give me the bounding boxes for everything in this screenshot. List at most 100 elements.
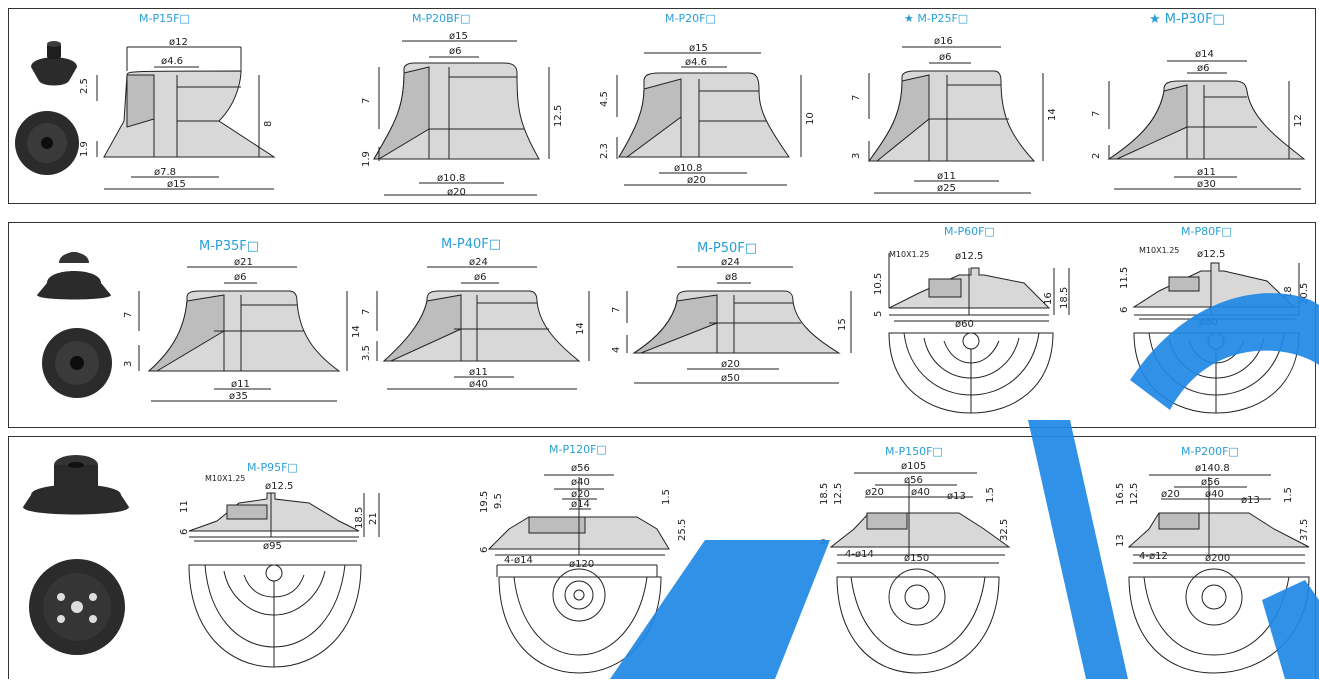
dim-holes: 4-ø14 <box>845 549 874 560</box>
dim-bottom-outer: ø20 <box>447 187 466 198</box>
drawing-m-p200f <box>1127 474 1310 674</box>
drawing-m-p60f <box>888 253 1070 414</box>
dim-right-1: 1.5 <box>661 489 672 505</box>
dim-top-5: ø13 <box>1241 495 1260 506</box>
dim-bottom-outer: ø30 <box>1197 179 1216 190</box>
dim-left-bottom: 3 <box>851 153 862 159</box>
dim-right-outer: 21 <box>368 512 379 525</box>
drawing-m-p50f <box>626 266 852 384</box>
dim-top-outer: ø12 <box>169 37 188 48</box>
dim-left-3: 9 <box>819 539 830 545</box>
dim-left-top: 4.5 <box>599 91 610 107</box>
dim-bottom-outer: ø80 <box>1199 317 1218 328</box>
dim-right-2: 37.5 <box>1299 519 1310 541</box>
dim-bottom-outer: ø120 <box>569 559 594 570</box>
dim-left-3: 6 <box>479 547 490 553</box>
dim-left-bottom: 2.3 <box>599 143 610 159</box>
dim-left-top: 2.5 <box>79 78 90 94</box>
dim-bottom-inner: ø11 <box>937 171 956 182</box>
model-title: M-P20BF□ <box>412 12 471 25</box>
dim-right: 10 <box>805 112 816 125</box>
drawing-m-p25f <box>868 46 1044 194</box>
dim-left-1: 18.5 <box>819 483 830 505</box>
dim-right-1: 1.5 <box>1283 487 1294 503</box>
dim-right-inner: 18 <box>1283 286 1294 299</box>
dim-left-1: 16.5 <box>1115 483 1126 505</box>
dim-left-top: 11.5 <box>1119 267 1130 289</box>
drawing-m-p150f <box>829 472 1011 674</box>
dim-left-top: 7 <box>851 95 862 101</box>
dim-left-bottom: 1.9 <box>79 141 90 157</box>
model-title: ★ M-P25F□ <box>904 12 969 25</box>
dim-right-1: 1.5 <box>985 487 996 503</box>
dim-right-2: 25.5 <box>677 519 688 541</box>
model-title: M-P60F□ <box>944 225 995 238</box>
dim-top-4: ø40 <box>911 487 930 498</box>
dim-bottom-outer: ø15 <box>167 179 186 190</box>
dim-right: 12.5 <box>553 105 564 127</box>
cup-photo-top <box>42 328 112 398</box>
dim-left-bottom: 1.9 <box>361 151 372 167</box>
dim-bottom-outer: ø95 <box>263 541 282 552</box>
dim-top-1: ø140.8 <box>1195 463 1230 474</box>
row-3-drawings: M10X1.25 ø12.5 ø95 11 6 18.5 21 <box>179 461 1310 674</box>
drawing-m-p20f <box>616 52 802 186</box>
dim-right-inner: 16 <box>1043 292 1054 305</box>
dim-holes: 4-ø12 <box>1139 551 1168 562</box>
dim-top-inner: ø4.6 <box>161 56 183 67</box>
dim-left-bottom: 4 <box>611 347 622 353</box>
dim-bottom-inner: ø11 <box>469 367 488 378</box>
dim-left-1: 19.5 <box>479 491 490 513</box>
dim-right: 15 <box>837 318 848 331</box>
model-title: M-P20F□ <box>665 12 716 25</box>
row-2-photos <box>37 252 112 398</box>
dim-top-1: ø105 <box>901 461 926 472</box>
row-2-panel: M-P35F□ M-P40F□ M-P50F□ M-P60F□ M-P80F□ … <box>8 222 1316 428</box>
drawing-m-p15f <box>96 46 276 190</box>
dim-top-2: ø56 <box>904 475 923 486</box>
dim-left-bottom: 5 <box>873 311 884 317</box>
cup-photo-top <box>15 111 79 175</box>
dim-top-inner: ø6 <box>449 46 461 57</box>
dim-bottom-inner: ø11 <box>231 379 250 390</box>
dim-left-top: 10.5 <box>873 273 884 295</box>
dim-thread: M10X1.25 <box>1139 246 1179 255</box>
dim-thread: M10X1.25 <box>889 250 929 259</box>
dim-left-2: 12.5 <box>1129 483 1140 505</box>
dim-left-top: 7 <box>361 309 372 315</box>
dim-right-outer: 20.5 <box>1299 283 1310 305</box>
dim-top-3: ø20 <box>1161 489 1180 500</box>
dim-top-inner: ø12.5 <box>955 251 983 262</box>
dim-bottom-inner: ø20 <box>721 359 740 370</box>
dim-bottom-outer: ø20 <box>687 175 706 186</box>
dim-bottom-inner: ø11 <box>1197 167 1216 178</box>
dim-bottom-inner: ø10.8 <box>674 163 702 174</box>
dim-holes: 4-ø14 <box>504 555 533 566</box>
dim-right: 14 <box>575 322 586 335</box>
dim-top-inner: ø6 <box>1197 63 1209 74</box>
dim-left-2: 9.5 <box>493 493 504 509</box>
row-1-panel: M-P15F□ M-P20BF□ M-P20F□ ★ M-P25F□ ★ M-P… <box>8 8 1316 204</box>
row-1-drawings: ø12 ø4.6 ø7.8 ø15 2.5 1.9 8 ø15 ø6 ø10.8… <box>79 31 1306 198</box>
dim-right-2: 32.5 <box>999 519 1010 541</box>
dim-top-5: ø13 <box>947 491 966 502</box>
dim-left-bottom: 3 <box>123 361 134 367</box>
dim-top-inner: ø6 <box>474 272 486 283</box>
dim-right-inner: 18.5 <box>354 507 365 529</box>
dim-top-2: ø56 <box>1201 477 1220 488</box>
dim-left-bottom: 6 <box>179 529 190 535</box>
row-3-photos <box>23 455 129 655</box>
dim-top-outer: ø24 <box>721 257 740 268</box>
model-title: M-P120F□ <box>549 443 607 456</box>
dim-top-outer: ø15 <box>449 31 468 42</box>
dim-bottom-inner: ø7.8 <box>154 167 176 178</box>
dim-left-top: 7 <box>611 307 622 313</box>
model-title: ★ M-P30F□ <box>1149 12 1225 27</box>
row-1-photos <box>15 41 79 175</box>
cup-photo-side <box>23 455 129 515</box>
model-title: M-P200F□ <box>1181 445 1239 458</box>
dim-thread: M10X1.25 <box>205 474 245 483</box>
model-title: M-P35F□ <box>199 239 260 254</box>
dim-left-2: 12.5 <box>833 483 844 505</box>
dim-left-bottom: 6 <box>1119 307 1130 313</box>
